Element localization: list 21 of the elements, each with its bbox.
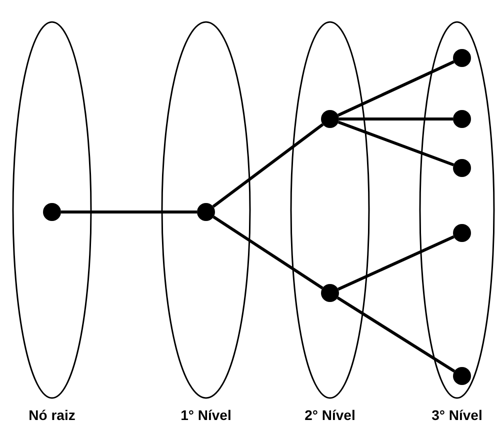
connector-line xyxy=(338,60,454,117)
dot xyxy=(321,284,339,302)
dot xyxy=(453,224,471,242)
connector-line xyxy=(338,235,454,291)
connector-line xyxy=(338,120,454,166)
dot xyxy=(453,367,471,385)
level-label: Nó raiz xyxy=(28,407,76,423)
dot xyxy=(197,203,215,221)
connector-line xyxy=(212,123,324,208)
level-label: 1° Nível xyxy=(180,407,232,423)
level-label: 3° Nível xyxy=(432,407,482,423)
dot xyxy=(321,110,339,128)
dot xyxy=(453,159,471,177)
dot xyxy=(453,110,471,128)
level-label: 2° Nível xyxy=(304,407,356,423)
connector-line xyxy=(61,210,197,214)
dot xyxy=(43,203,61,221)
connector-line xyxy=(336,296,456,372)
connector-line xyxy=(339,118,453,120)
connector-line xyxy=(212,216,324,290)
dot xyxy=(453,49,471,67)
